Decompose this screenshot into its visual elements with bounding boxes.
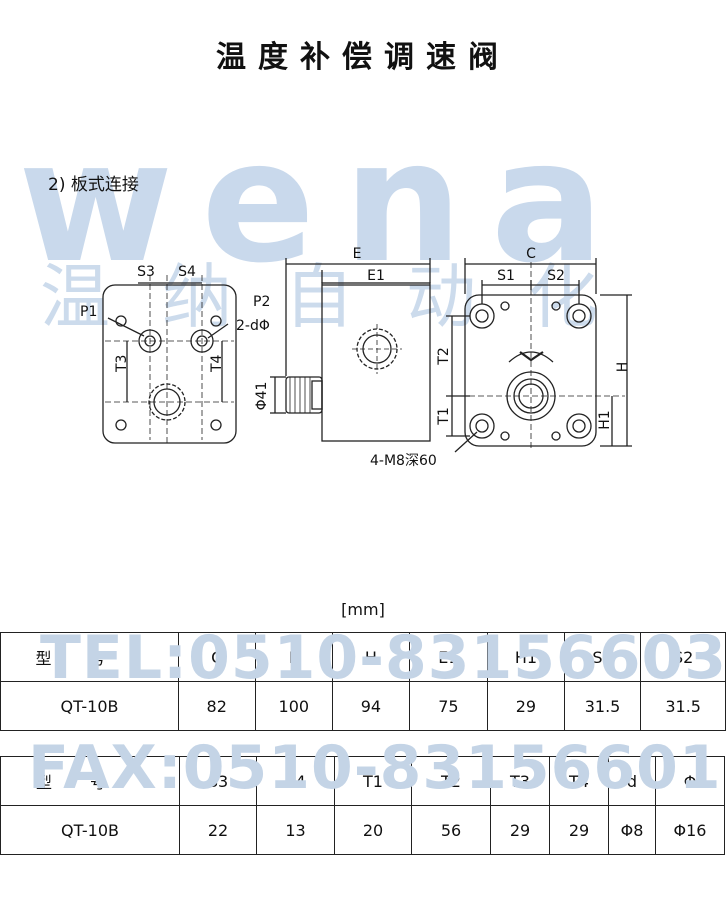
watermark-fax: FAX:0510-83156601 — [28, 733, 722, 803]
section-heading: 2) 板式连接 — [48, 175, 139, 195]
label-2dphi: 2-dΦ — [236, 318, 270, 334]
label-s3: S3 — [137, 264, 155, 280]
corner-hole — [210, 419, 222, 431]
header-cell: Φ — [655, 756, 725, 806]
label-p2: P2 — [253, 294, 270, 310]
label-c: C — [526, 246, 536, 262]
knob — [285, 376, 323, 414]
cell-value: 20 — [334, 805, 412, 855]
label-t2: T2 — [436, 347, 452, 365]
mount-hole — [469, 413, 495, 439]
cell-value: 82 — [177, 681, 256, 731]
watermark-tel: TEL:0510-83156603 — [40, 623, 726, 693]
corner-hole — [115, 315, 127, 327]
label-h1: H1 — [597, 410, 613, 429]
cell-value: 29 — [549, 805, 609, 855]
cell-model: QT-10B — [0, 681, 179, 731]
header-model-label: 型号 — [0, 756, 180, 806]
corner-hole — [210, 315, 222, 327]
table-header-row: 型号 C E H E1 H1 S1 S2 — [0, 632, 726, 682]
cell-value: 22 — [179, 805, 257, 855]
table-header-row: 型号 S3 S4 T1 T2 T3 T4 d Φ — [0, 756, 725, 806]
header-cell: C — [177, 632, 256, 682]
left-view-body — [102, 284, 237, 444]
label-t3: T3 — [114, 355, 130, 373]
unit-label: [mm] — [341, 600, 385, 619]
corner-hole — [115, 419, 127, 431]
label-h: H — [615, 362, 631, 373]
table-row: QT-10B 82 100 94 75 29 31.5 31.5 — [0, 681, 726, 731]
mount-hole — [566, 303, 592, 329]
spec-table-2: 型号 S3 S4 T1 T2 T3 T4 d Φ QT-10B 22 13 20… — [0, 756, 725, 855]
mount-hole — [566, 413, 592, 439]
cell-value: 29 — [487, 681, 565, 731]
technical-drawing: S3 S4 P1 P2 2-dΦ T3 T4 E E1 Φ41 C S1 S2 … — [80, 246, 632, 469]
header-cell: E — [254, 632, 334, 682]
header-cell: H1 — [487, 632, 565, 682]
watermark-brand: wena — [18, 104, 633, 300]
label-phi41: Φ41 — [254, 382, 270, 411]
header-cell: T3 — [490, 756, 550, 806]
label-s4: S4 — [178, 264, 196, 280]
label-e: E — [353, 246, 362, 262]
watermark-company: 温纳自动化 — [40, 256, 650, 338]
label-p1: P1 — [80, 304, 97, 320]
cell-value: 31.5 — [563, 681, 642, 731]
cell-value: 94 — [332, 681, 410, 731]
label-e1: E1 — [367, 268, 385, 284]
header-cell: S4 — [256, 756, 335, 806]
cell-value: Φ16 — [655, 805, 725, 855]
label-s1: S1 — [497, 268, 515, 284]
cell-value: 31.5 — [640, 681, 726, 731]
header-cell: E1 — [408, 632, 489, 682]
front-view-body — [464, 294, 597, 447]
cell-value: Φ8 — [608, 805, 656, 855]
cell-value: 100 — [254, 681, 334, 731]
label-t4: T4 — [209, 354, 225, 373]
label-s2: S2 — [547, 268, 565, 284]
label-thread: 4-M8深60 — [370, 453, 437, 469]
mount-hole — [469, 303, 495, 329]
header-cell: H — [332, 632, 410, 682]
side-view-body — [321, 282, 431, 442]
page-title: 温度补偿调速阀 — [216, 40, 510, 75]
cell-value: 13 — [256, 805, 335, 855]
cell-value: 56 — [411, 805, 491, 855]
header-cell: T1 — [334, 756, 412, 806]
spec-table-1: 型号 C E H E1 H1 S1 S2 QT-10B 82 100 94 75… — [0, 632, 726, 731]
table-row: QT-10B 22 13 20 56 29 29 Φ8 Φ16 — [0, 805, 725, 855]
cell-value: 29 — [490, 805, 550, 855]
label-t1: T1 — [436, 407, 452, 425]
header-model-label: 型号 — [0, 632, 179, 682]
cell-model: QT-10B — [0, 805, 180, 855]
header-cell: S3 — [179, 756, 257, 806]
